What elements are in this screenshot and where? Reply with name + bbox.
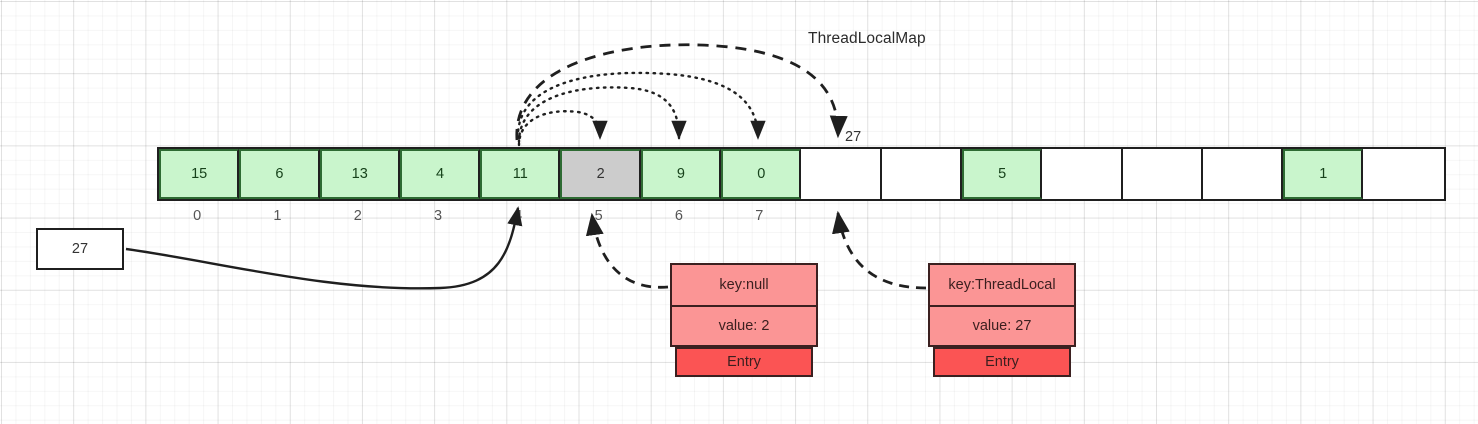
index-label-2: 2	[353, 208, 362, 224]
insert-arrow-label: 27	[845, 129, 862, 145]
index-label-0: 0	[193, 208, 202, 224]
entry-key-field: key:ThreadLocal	[928, 263, 1076, 305]
entry-value-field: value: 27	[928, 305, 1076, 347]
table-cell-12[interactable]	[1122, 149, 1203, 199]
table-index-labels: 0 1 2 3 4 5 6 7	[157, 208, 799, 224]
table-cell-11[interactable]	[1042, 149, 1123, 199]
table-cell-14[interactable]: 1	[1283, 149, 1364, 199]
table-cell-6[interactable]: 9	[640, 149, 722, 199]
entry-key-field: key:null	[670, 263, 818, 305]
source-value-box[interactable]: 27	[36, 228, 124, 270]
index-label-5: 5	[594, 208, 603, 224]
index-label-4: 4	[514, 208, 523, 224]
page-title: ThreadLocalMap	[808, 30, 926, 47]
table-cell-15[interactable]	[1363, 149, 1444, 199]
index-label-1: 1	[273, 208, 282, 224]
table-cell-2[interactable]: 13	[319, 149, 400, 199]
table-cell-5[interactable]: 2	[560, 149, 641, 199]
index-label-6: 6	[674, 208, 683, 224]
index-label-7: 7	[755, 208, 764, 224]
table-cell-8[interactable]	[801, 149, 882, 199]
connector-new-entry-to-index8	[832, 210, 927, 290]
insert-arc-4-to-8	[515, 43, 848, 141]
table-cell-9[interactable]	[881, 149, 962, 199]
entry-box-stale[interactable]: key:null value: 2 Entry	[670, 263, 818, 377]
entry-value-field: value: 2	[670, 305, 818, 347]
probe-arc-4-to-7	[516, 71, 766, 140]
probe-arc-4-to-6	[517, 86, 687, 144]
table-cell-7[interactable]: 0	[721, 149, 802, 199]
index-label-3: 3	[434, 208, 443, 224]
table-cell-1[interactable]: 6	[239, 149, 320, 199]
probe-arc-4-to-5	[517, 110, 608, 147]
entry-box-new[interactable]: key:ThreadLocal value: 27 Entry	[928, 263, 1076, 377]
entry-type-tag: Entry	[933, 347, 1071, 377]
table-cell-10[interactable]: 5	[961, 149, 1043, 199]
table-cell-4[interactable]: 11	[480, 149, 561, 199]
threadlocalmap-table: 15 6 13 4 11 2 9 0 5 1	[157, 147, 1446, 201]
table-cell-0[interactable]: 15	[159, 149, 240, 199]
entry-type-tag: Entry	[675, 347, 813, 377]
table-cell-3[interactable]: 4	[399, 149, 481, 199]
table-cell-13[interactable]	[1202, 149, 1284, 199]
connector-stale-entry-to-index5	[585, 212, 669, 289]
